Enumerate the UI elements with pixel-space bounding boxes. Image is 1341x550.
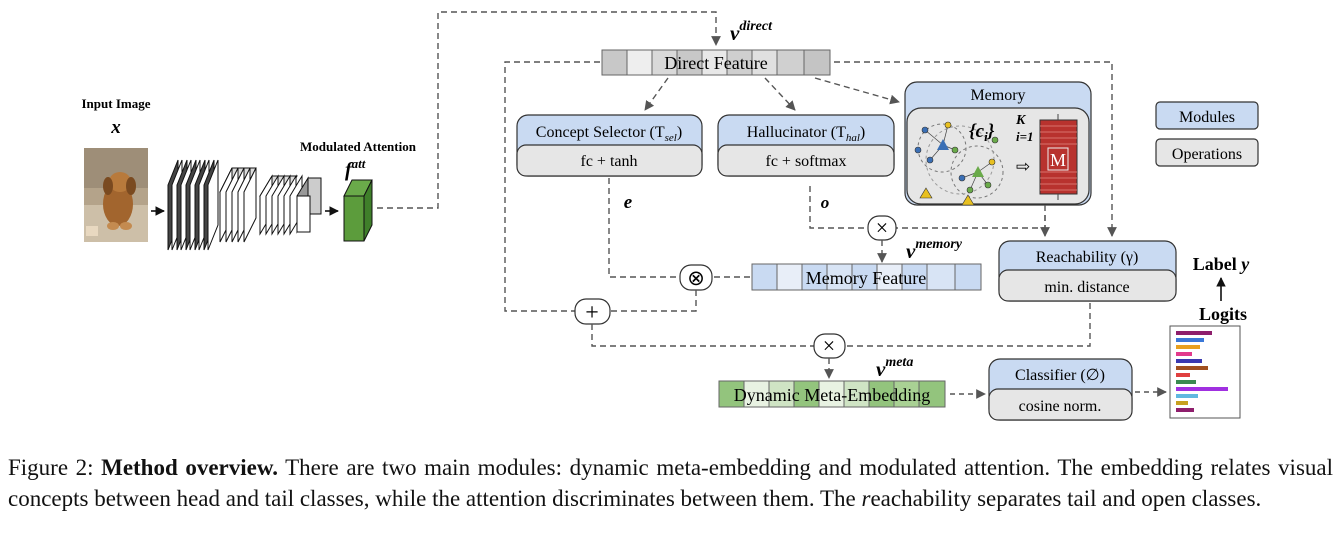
meta-embedding-bar bbox=[718, 380, 946, 408]
arrow-direct-to-hallucinator bbox=[764, 77, 796, 111]
direct-feature-label: Direct Feature bbox=[664, 53, 767, 73]
hallucinator-title: Hallucinator (Thal) bbox=[747, 124, 865, 144]
concept-selector-module: Concept Selector (Tsel) fc + tanh bbox=[516, 114, 703, 177]
caption-bold: Method overview. bbox=[101, 455, 278, 480]
svg-text:×: × bbox=[823, 333, 835, 358]
hallucinator-output-o: o bbox=[821, 193, 830, 212]
concept-selector-title: Concept Selector (Tsel) bbox=[536, 124, 682, 144]
legend: Modules Operations bbox=[1155, 101, 1259, 167]
direct-feature-bar bbox=[601, 49, 831, 76]
caption-text-2: eachability separates tail and open clas… bbox=[870, 486, 1262, 511]
connector-direct-to-reachability bbox=[834, 61, 1117, 237]
attention-title: Modulated Attention bbox=[300, 139, 417, 154]
connector-direct-skip bbox=[504, 61, 600, 312]
classifier-op: cosine norm. bbox=[1019, 398, 1102, 415]
arrow-direct-to-selector bbox=[644, 77, 669, 111]
connector-o-to-times bbox=[809, 186, 868, 229]
meta-label: Dynamic Meta-Embedding bbox=[734, 385, 930, 405]
output-label: Label y bbox=[1193, 254, 1251, 274]
memory-feature-label: Memory Feature bbox=[806, 268, 926, 288]
classifier-title: Classifier (∅) bbox=[1015, 367, 1105, 384]
meta-symbol: vmeta bbox=[876, 355, 913, 381]
figure-caption: Figure 2: Method overview. There are two… bbox=[8, 452, 1333, 514]
cnn-backbone bbox=[167, 159, 322, 251]
memory-feature-symbol: vmemory bbox=[906, 237, 963, 263]
caption-text-1: There are two main modules: dynamic meta… bbox=[8, 455, 1334, 511]
svg-text:×: × bbox=[876, 215, 888, 240]
memory-matrix: M bbox=[1039, 114, 1078, 200]
connector-memory-to-times bbox=[896, 215, 1046, 229]
connector-attention-to-direct bbox=[377, 11, 721, 209]
method-diagram: Input Image x bbox=[82, 11, 1259, 421]
caption-prefix: Figure 2: bbox=[8, 455, 102, 480]
connector-reachability-to-times bbox=[845, 303, 1091, 347]
input-image-title: Input Image bbox=[82, 96, 151, 111]
legend-modules-label: Modules bbox=[1179, 109, 1235, 126]
memory-module: Memory {ci} K i=1 ⇨ bbox=[904, 81, 1092, 206]
connector-e-to-otimes bbox=[608, 178, 680, 278]
memory-feature-bar bbox=[751, 263, 982, 291]
attention-feature-block bbox=[343, 179, 373, 242]
reachability-title: Reachability (γ) bbox=[1036, 249, 1139, 266]
classifier-module: Classifier (∅) cosine norm. bbox=[988, 358, 1133, 421]
input-symbol: x bbox=[110, 117, 121, 138]
svg-text:⊗: ⊗ bbox=[687, 266, 705, 290]
memory-matrix-label: M bbox=[1050, 150, 1066, 170]
legend-operations-label: Operations bbox=[1172, 146, 1242, 163]
memory-arrow-glyph: ⇨ bbox=[1016, 157, 1030, 176]
times-operator-memory: × bbox=[867, 215, 897, 241]
times-operator-meta: × bbox=[813, 333, 846, 359]
reachability-module: Reachability (γ) min. distance bbox=[998, 240, 1177, 302]
hallucinator-op: fc + softmax bbox=[766, 153, 847, 170]
connector-otimes-to-plus bbox=[610, 290, 697, 312]
otimes-operator: ⊗ bbox=[679, 264, 713, 291]
memory-title: Memory bbox=[970, 87, 1025, 104]
selector-output-e: e bbox=[624, 192, 633, 213]
memory-concept-set: {ci} bbox=[969, 121, 995, 144]
plus-operator: + bbox=[574, 298, 611, 326]
memory-set-sup: K bbox=[1015, 113, 1027, 128]
concept-selector-op: fc + tanh bbox=[581, 153, 638, 170]
memory-set-range: i=1 bbox=[1016, 129, 1034, 144]
reachability-op: min. distance bbox=[1044, 279, 1129, 296]
logits-histogram bbox=[1169, 325, 1241, 419]
caption-italic: r bbox=[861, 486, 871, 511]
input-dog-image bbox=[84, 148, 148, 242]
attention-symbol: fatt bbox=[345, 156, 366, 181]
legend-modules-swatch bbox=[1155, 101, 1259, 130]
logits-title: Logits bbox=[1199, 304, 1247, 324]
legend-operations-swatch bbox=[1155, 138, 1259, 167]
arrow-direct-to-memory bbox=[814, 77, 900, 105]
hallucinator-module: Hallucinator (Thal) fc + softmax bbox=[717, 114, 895, 177]
svg-text:+: + bbox=[585, 300, 599, 326]
connector-plus-to-times bbox=[591, 324, 814, 347]
direct-symbol: vdirect bbox=[730, 19, 773, 45]
